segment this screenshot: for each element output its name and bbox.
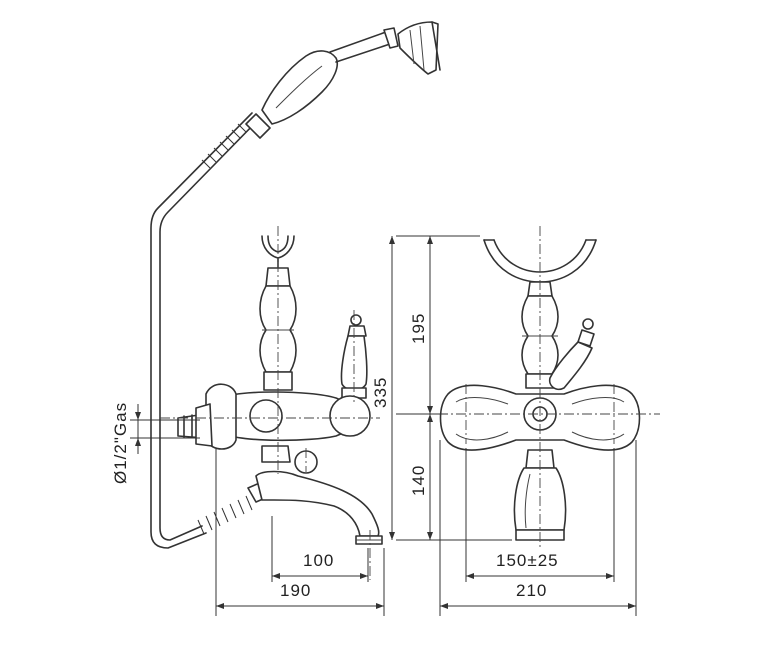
side-view-bottom-dimensions: 100 190 (215, 448, 385, 616)
lower-height-label: 140 (409, 465, 428, 496)
front-view (420, 226, 660, 548)
total-height-dimension: 335 (371, 236, 395, 540)
centre-distance-label: 150±25 (496, 551, 559, 570)
total-height-label: 335 (371, 377, 390, 408)
shower-hose (150, 112, 271, 549)
front-height-dimensions: 195 140 (396, 235, 512, 541)
depth-overall-label: 190 (280, 581, 311, 600)
side-view (150, 21, 441, 580)
spout-reach-label: 100 (303, 551, 334, 570)
lever-handle (340, 314, 368, 399)
mixer-body (177, 383, 371, 450)
pipe-thread-dimension: Ø1/2"Gas (111, 402, 200, 484)
pipe-thread-label: Ø1/2"Gas (111, 402, 130, 484)
upper-height-label: 195 (409, 313, 428, 344)
width-overall-label: 210 (516, 581, 547, 600)
front-bottom-dimensions: 150±25 210 (439, 440, 637, 616)
hand-shower (261, 21, 441, 125)
spout-assembly (255, 445, 383, 545)
